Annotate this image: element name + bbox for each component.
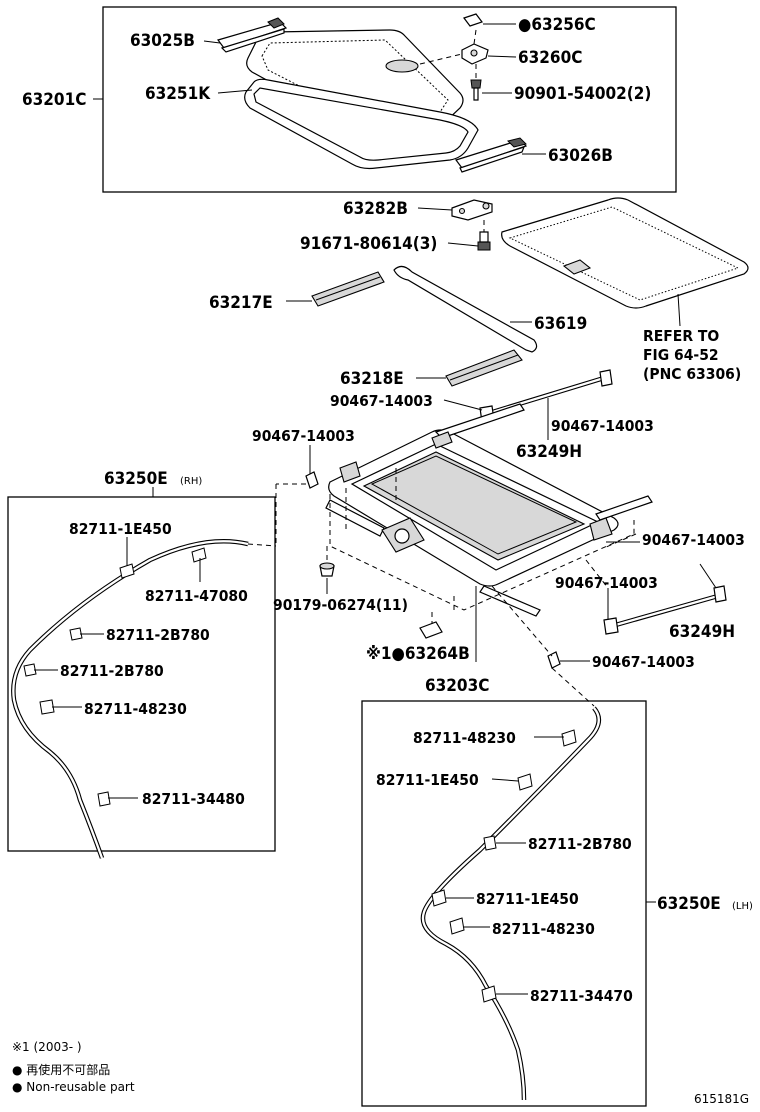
label-91671: 91671-80614(3) (300, 234, 437, 254)
rh-clip-label-3: 82711-2B780 (106, 626, 210, 644)
figure-id: 615181G (694, 1092, 749, 1106)
clip-lh-4 (431, 889, 447, 907)
label-63025B: 63025B (130, 31, 195, 51)
glass-weatherstrip (244, 78, 479, 170)
clip-rh-4 (23, 663, 37, 677)
rh-clip-label-2: 82711-47080 (145, 587, 248, 605)
note-non-reusable-jp: ● 再使用不可部品 (12, 1062, 110, 1077)
label-fig-64-52: FIG 64-52 (643, 346, 719, 364)
label-63619: 63619 (534, 314, 587, 334)
clip-rh-5 (39, 699, 55, 715)
label-90467-a: 90467-14003 (330, 392, 433, 410)
label-pnc-63306: (PNC 63306) (643, 365, 741, 383)
note-non-reusable-en: ● Non-reusable part (12, 1080, 135, 1094)
rh-clip-label-1: 82711-1E450 (69, 520, 172, 538)
screw-90467-c (305, 471, 319, 489)
clip-rh-3 (69, 627, 83, 641)
label-90467-b: 90467-14003 (551, 417, 654, 435)
rh-clip-label-6: 82711-34480 (142, 790, 245, 808)
rh-clip-label-5: 82711-48230 (84, 700, 187, 718)
sunshade-panel (501, 197, 749, 309)
weatherstrip-63218E (445, 349, 523, 387)
clip-lh-1 (561, 729, 577, 747)
bracket-63264B (419, 621, 443, 639)
rh-clip-label-4: 82711-2B780 (60, 662, 164, 680)
clip-rh-1 (119, 563, 135, 579)
label-63250E-lh: 63250E (657, 894, 721, 914)
lh-clip-label-2: 82711-1E450 (376, 771, 479, 789)
nut-90179 (319, 562, 335, 577)
deflector-63619 (393, 265, 538, 353)
label-63282B: 63282B (343, 199, 408, 219)
rh-clips (23, 547, 207, 807)
label-lh-suffix: (LH) (732, 901, 753, 912)
bracket-63282B (451, 199, 493, 221)
label-63218E: 63218E (340, 369, 404, 389)
label-63251K: 63251K (145, 84, 211, 104)
label-63203C: 63203C (425, 676, 489, 696)
lh-drain-hose (420, 706, 602, 1101)
clip-lh-5 (449, 917, 465, 935)
nut-63256C (463, 13, 483, 27)
note-model-year: ※1 (2003- ) (12, 1040, 82, 1054)
drive-cable-63249H-bottom (603, 585, 727, 635)
rh-drain-hose (11, 538, 249, 859)
clip-lh-3 (483, 835, 497, 851)
bracket-63260C (461, 43, 489, 65)
lh-clip-label-6: 82711-34470 (530, 987, 633, 1005)
label-63217E: 63217E (209, 293, 273, 313)
clip-lh-2 (517, 773, 533, 791)
label-63264B: ※1●63264B (366, 644, 470, 664)
lh-clips (431, 729, 577, 1003)
lh-clip-label-4: 82711-1E450 (476, 890, 579, 908)
screw-90901 (470, 79, 482, 101)
label-rh-suffix: (RH) (180, 476, 202, 487)
label-63260C: 63260C (518, 48, 582, 68)
label-63249H-bottom: 63249H (669, 622, 735, 642)
label-90467-e: 90467-14003 (555, 574, 658, 592)
rear-bracket-63026B (455, 137, 528, 173)
sunroof-housing-frame (325, 403, 653, 617)
label-63250E-rh: 63250E (104, 469, 168, 489)
clip-rh-6 (97, 791, 111, 807)
label-63201C: 63201C (22, 90, 86, 110)
clip-lh-6 (481, 985, 497, 1003)
label-90467-d: 90467-14003 (642, 531, 745, 549)
clip-rh-2 (191, 547, 207, 563)
screw-90467-f (547, 651, 561, 669)
lh-drain-hose-box (361, 700, 647, 1107)
weatherstrip-63217E (311, 271, 385, 307)
label-63026B: 63026B (548, 146, 613, 166)
label-90179: 90179-06274(11) (273, 596, 408, 614)
front-bracket-63025B (216, 17, 288, 53)
label-90467-f: 90467-14003 (592, 653, 695, 671)
label-90467-c: 90467-14003 (252, 427, 355, 445)
label-refer-to: REFER TO (643, 327, 719, 345)
lh-clip-label-5: 82711-48230 (492, 920, 595, 938)
lh-clip-label-3: 82711-2B780 (528, 835, 632, 853)
lh-clip-label-1: 82711-48230 (413, 729, 516, 747)
label-63249H-top: 63249H (516, 442, 582, 462)
label-63256C: ●63256C (518, 15, 596, 35)
rh-drain-hose-box (7, 496, 276, 852)
label-90901: 90901-54002(2) (514, 84, 651, 104)
bolt-91671 (477, 231, 491, 251)
